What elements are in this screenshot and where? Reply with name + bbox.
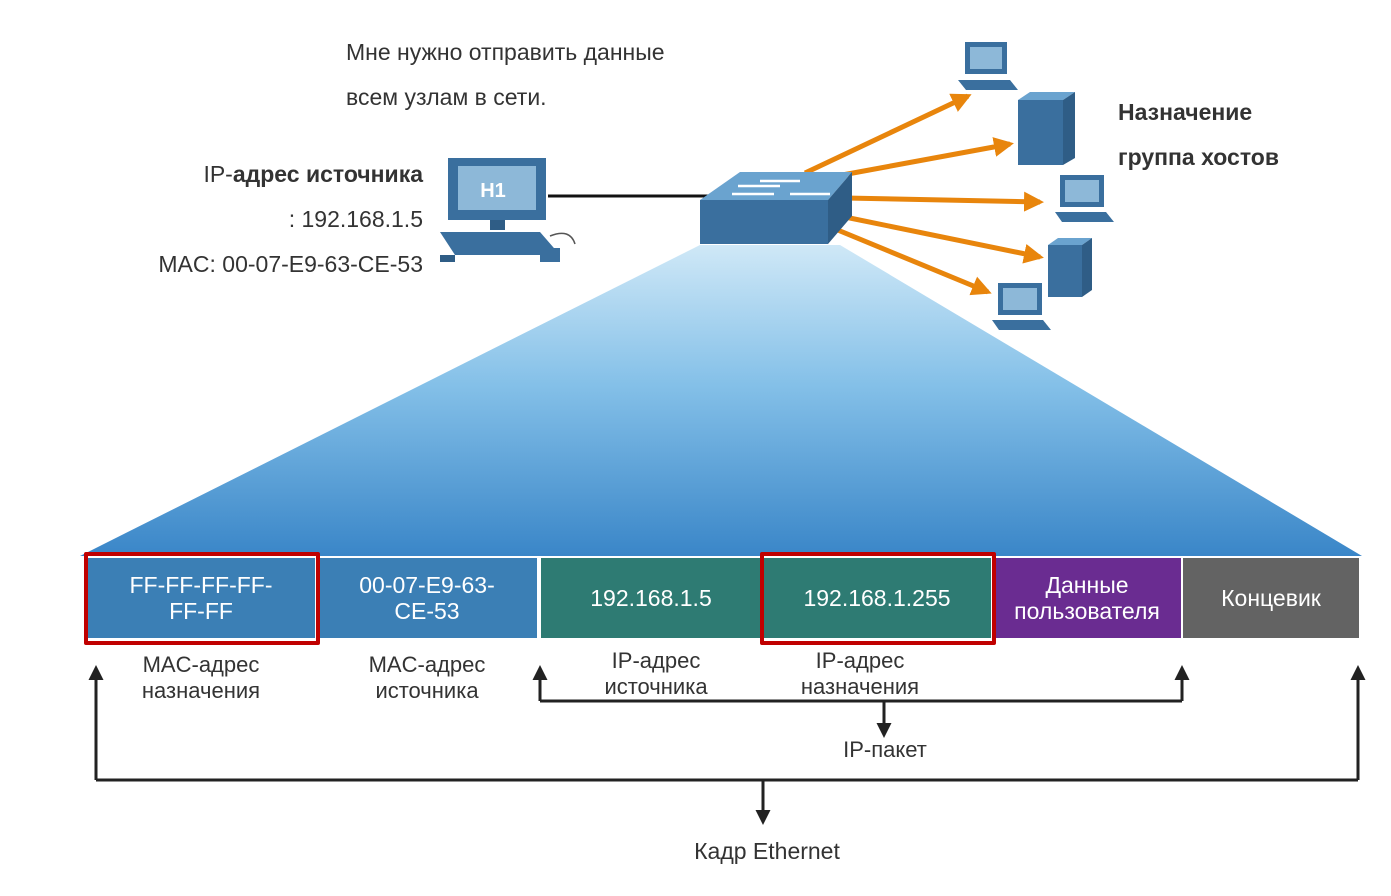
broadcast-arrow <box>844 191 1044 212</box>
h1-label: H1 <box>480 180 506 202</box>
destination-label: Назначение группа хостов <box>1118 90 1279 180</box>
ip-label-bold: адрес источника <box>232 161 423 187</box>
ip-packet-label: IP-пакет <box>843 737 927 762</box>
dest-pc-icon-2 <box>1055 175 1114 222</box>
field-line: FF-FF-FF-FF- <box>129 572 273 598</box>
switch-icon <box>700 172 852 244</box>
frame-field-dest-ip: 192.168.1.255 <box>762 557 992 639</box>
dest-pc-icon-3 <box>992 283 1051 330</box>
label-line: источника <box>604 674 708 699</box>
field-line: 192.168.1.255 <box>803 585 951 611</box>
label-line: источника <box>375 678 479 703</box>
speech-line-2: всем узлам в сети. <box>346 84 547 110</box>
h1-computer-icon <box>440 158 576 262</box>
label-line: MAC-адрес <box>368 652 486 677</box>
field-line: пользователя <box>1014 598 1160 624</box>
field-line: 192.168.1.5 <box>590 585 712 611</box>
field-line: Данные <box>1045 572 1129 598</box>
source-mac: MAC: 00-07-E9-63-CE-53 <box>158 251 423 277</box>
label-src-ip: IP-адрес источника <box>545 648 767 700</box>
frame-field-trailer: Концевик <box>1182 557 1360 639</box>
label-line: IP-адрес <box>611 648 701 673</box>
destination-line-2: группа хостов <box>1118 144 1279 170</box>
source-ip-value: : 192.168.1.5 <box>288 206 423 232</box>
label-src-mac: MAC-адрес источника <box>316 652 538 704</box>
broadcast-arrow <box>803 93 972 176</box>
speech-text: Мне нужно отправить данные всем узлам в … <box>346 30 665 120</box>
field-line: FF-FF <box>169 598 233 624</box>
ip-prefix: IP- <box>203 161 233 187</box>
label-dest-ip: IP-адрес назначения <box>745 648 975 700</box>
ethernet-frame-bracket <box>88 665 1366 825</box>
speech-line-1: Мне нужно отправить данные <box>346 39 665 65</box>
label-line: назначения <box>800 674 920 699</box>
dest-server-icon-2 <box>1048 238 1092 297</box>
broadcast-arrow <box>839 213 1044 264</box>
ethernet-frame-label: Кадр Ethernet <box>694 838 840 864</box>
frame-field-dest-mac: FF-FF-FF-FF-FF-FF <box>86 557 316 639</box>
frame-field-src-ip: 192.168.1.5 <box>540 557 762 639</box>
label-line: IP-адрес <box>815 648 905 673</box>
field-line: 00-07-E9-63- <box>359 572 495 598</box>
destination-line-1: Назначение <box>1118 99 1253 125</box>
field-line: CE-53 <box>394 598 460 624</box>
label-line: MAC-адрес <box>142 652 260 677</box>
highlight-dest-ip <box>760 552 996 645</box>
frame-field-src-mac: 00-07-E9-63-CE-53 <box>316 557 538 639</box>
dest-server-icon-1 <box>1018 92 1075 165</box>
broadcast-arrow <box>827 223 992 296</box>
dest-pc-icon-1 <box>958 42 1018 90</box>
highlight-dest-mac <box>84 552 320 645</box>
zoom-beam <box>80 245 1362 556</box>
label-line: назначения <box>141 678 261 703</box>
source-ip-label: IP-адрес источника <box>158 152 423 197</box>
ip-packet-bracket <box>532 665 1190 738</box>
source-info: IP-адрес источника : 192.168.1.5 MAC: 00… <box>158 152 423 287</box>
label-dest-mac: MAC-адрес назначения <box>86 652 316 704</box>
field-line: Концевик <box>1221 585 1321 611</box>
